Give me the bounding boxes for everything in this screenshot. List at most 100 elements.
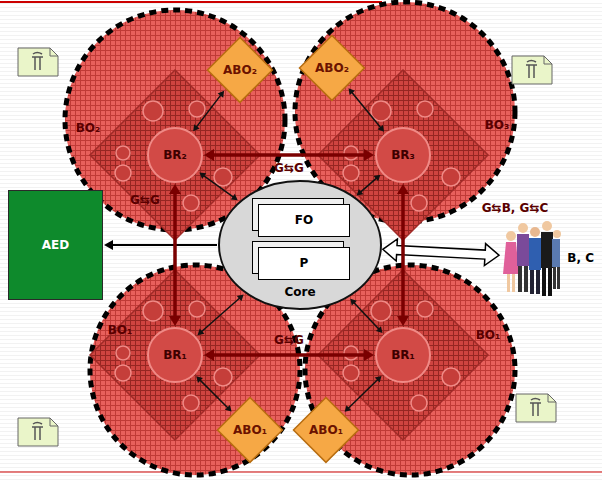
arrow-head xyxy=(237,295,244,302)
node-label: BR₃ xyxy=(391,148,415,162)
connector xyxy=(397,184,409,326)
arrow-head xyxy=(204,149,214,161)
footer-rule xyxy=(0,472,602,473)
circle-shape xyxy=(376,128,430,182)
arrow-head xyxy=(364,149,374,161)
connector xyxy=(357,175,381,196)
connector xyxy=(196,376,231,411)
arrow-head xyxy=(349,88,356,95)
diamond-shape xyxy=(218,398,283,463)
connector-line xyxy=(111,244,217,246)
region-label: BO₂ xyxy=(76,121,101,135)
connector xyxy=(199,173,237,201)
connector-line xyxy=(173,192,177,318)
connector xyxy=(193,91,224,131)
connector-line xyxy=(352,92,381,128)
region-label: BO₃ xyxy=(485,118,510,132)
connector xyxy=(104,240,217,250)
object-diamond: ABO₂ xyxy=(206,36,274,104)
node-label: ABO₂ xyxy=(315,61,349,75)
ellipse-shape xyxy=(219,181,381,309)
arrow-head xyxy=(364,349,374,361)
actor-group: B, C xyxy=(500,213,600,303)
circle-shape xyxy=(148,328,202,382)
node-label: ABO₁ xyxy=(309,423,343,437)
diamond-shape xyxy=(300,36,365,101)
edge-label: G⇆G xyxy=(274,161,304,175)
connector xyxy=(350,299,382,333)
role-circle: BR₁ xyxy=(147,327,203,383)
node-label: BR₁ xyxy=(391,348,415,362)
arrow-head xyxy=(350,299,357,306)
arrow-head xyxy=(198,329,205,336)
object-diamond: ABO₁ xyxy=(216,396,284,464)
arrow-head xyxy=(199,173,206,179)
arrow-head xyxy=(225,405,232,412)
people-illustration xyxy=(503,221,561,296)
node-label: B, C xyxy=(567,251,594,265)
arrow-head xyxy=(378,125,385,132)
circle-shape xyxy=(376,328,430,382)
node-label: ABO₁ xyxy=(233,423,267,437)
role-circle: BR₂ xyxy=(147,127,203,183)
node-label: AED xyxy=(42,238,69,252)
arrow-head xyxy=(357,189,364,196)
connector-line xyxy=(212,153,366,157)
node-label: BR₂ xyxy=(163,148,187,162)
connector-line xyxy=(212,353,366,357)
arrow-head xyxy=(196,376,203,383)
system-box: AED xyxy=(8,190,103,300)
node-label: ABO₂ xyxy=(223,63,257,77)
node-label: Core xyxy=(284,285,315,299)
arrow-head xyxy=(204,349,214,361)
connector-line xyxy=(203,175,234,197)
edge-label: G⇆G xyxy=(274,333,304,347)
connector-line xyxy=(401,192,405,318)
connector xyxy=(345,376,382,412)
object-diamond: ABO₁ xyxy=(292,396,360,464)
connector-line xyxy=(196,95,221,128)
note-icon xyxy=(516,394,556,422)
arrow-head xyxy=(397,184,409,194)
role-circle: BR₁ xyxy=(375,327,431,383)
arrow-head xyxy=(193,124,199,131)
connector xyxy=(204,349,374,361)
connector xyxy=(383,239,499,266)
node-label: P xyxy=(300,256,309,270)
card-box: P xyxy=(258,247,350,280)
connector xyxy=(349,88,385,132)
connector-line xyxy=(201,298,240,332)
connector xyxy=(169,184,181,326)
connector xyxy=(204,149,374,161)
arrow-head xyxy=(169,184,181,194)
connector xyxy=(198,295,244,336)
region-label: BO₁ xyxy=(476,328,501,342)
card-box: FO xyxy=(258,204,350,237)
circle-shape xyxy=(148,128,202,182)
arrow-head xyxy=(374,175,381,182)
role-circle: BR₃ xyxy=(375,127,431,183)
arrow-head xyxy=(231,194,238,200)
connector-line xyxy=(360,178,377,192)
arrow-head xyxy=(376,326,383,333)
object-diamond: ABO₂ xyxy=(298,34,366,102)
note-icon xyxy=(18,418,58,446)
header-rule xyxy=(0,1,382,3)
region-label: BO₁ xyxy=(108,323,133,337)
arrow-head xyxy=(375,376,382,383)
edge-label: G⇆G xyxy=(130,193,160,207)
arrow-head xyxy=(218,91,224,98)
node-label: FO xyxy=(295,213,313,227)
double-arrow xyxy=(383,239,499,266)
arrow-head xyxy=(104,240,113,250)
region-label: G⇆B, G⇆C xyxy=(482,201,549,215)
diamond-shape xyxy=(208,38,273,103)
connector-line xyxy=(348,379,378,408)
arrow-head xyxy=(397,316,409,326)
connector-line xyxy=(200,380,229,409)
note-icon xyxy=(18,48,58,76)
connector-line xyxy=(354,302,380,329)
arrow-head xyxy=(169,316,181,326)
